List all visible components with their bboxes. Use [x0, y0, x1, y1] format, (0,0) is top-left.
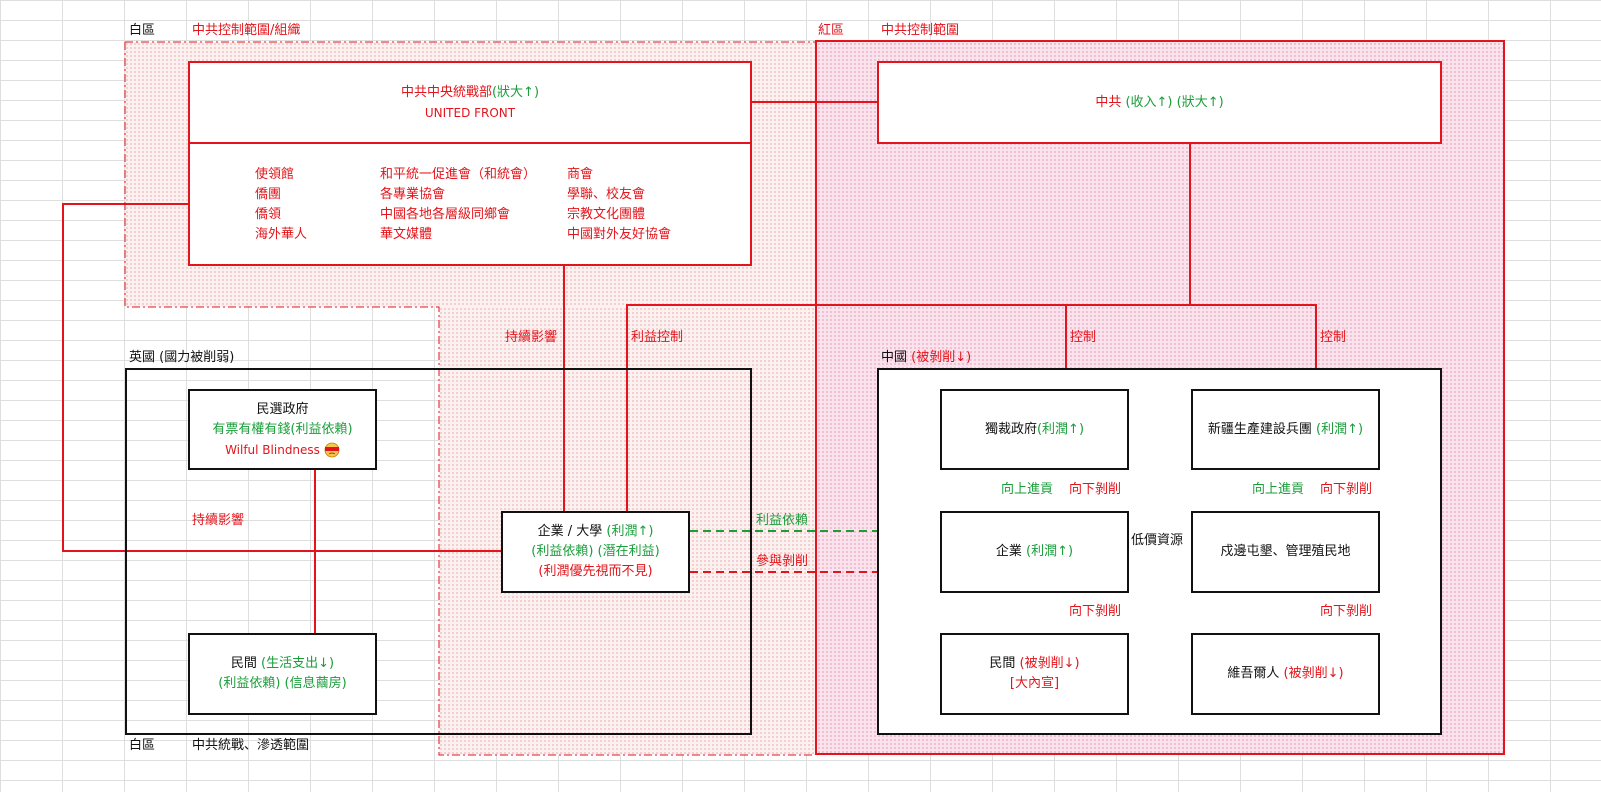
uk-label-suffix: (國力被削弱)	[159, 350, 235, 365]
red-zone-label: 紅區	[818, 23, 845, 38]
ufwd-org: 學聯、校友會	[567, 187, 646, 202]
uk-government-box: 民選政府 有票有權有錢(利益依賴) Wilful Blindness	[188, 389, 377, 470]
colony-text: 戍邊屯墾、管理殖民地	[1220, 544, 1351, 559]
uyghur-title-line: 維吾爾人 (被剝削↓)	[1227, 664, 1343, 684]
uk-label-text: 英國	[129, 350, 156, 365]
xpcc-suffix: (利潤↑)	[1316, 421, 1364, 437]
colony-box: 戍邊屯墾、管理殖民地	[1191, 511, 1380, 593]
xpcc-box: 新疆生產建設兵團 (利潤↑)	[1191, 389, 1380, 470]
ccp-suffix: (收入↑) (狀大↑)	[1125, 94, 1224, 110]
ufwd-title-line: 中共中央統戰部(狀大↑)	[401, 83, 539, 103]
china-people-box: 民間 (被剝削↓) [大內宣]	[940, 633, 1129, 715]
ufwd-org: 宗教文化團體	[567, 207, 646, 222]
ccp-title: 中共	[1095, 94, 1122, 110]
ufwd-org: 僑團	[255, 187, 282, 202]
biz-title-line: 企業 / 大學 (利潤↑)	[538, 522, 654, 542]
ufwd-org: 中國對外友好協會	[567, 227, 672, 242]
uk-gov-title: 民選政府	[256, 401, 309, 417]
ufwd-header-box: 中共中央統戰部(狀大↑) UNITED FRONT	[188, 61, 752, 144]
ufwd-org: 華文媒體	[380, 227, 433, 242]
link-control-b: 控制	[1320, 330, 1347, 345]
white-zone-bottom-desc: 中共統戰、滲透範圍	[192, 738, 310, 753]
uk-container	[125, 368, 752, 735]
ufwd-org: 商會	[567, 167, 594, 182]
link-interest-dependence: 利益依賴	[756, 513, 809, 528]
ufwd-list-col1: 使領館 僑團 僑領 海外華人	[255, 165, 307, 245]
white-zone-bottom-label: 白區	[129, 738, 156, 753]
white-zone-top-label: 白區	[129, 23, 156, 38]
ufwd-org: 各專業協會	[380, 187, 446, 202]
biz-line2: (利益依賴) (潛在利益)	[531, 544, 660, 559]
ent-title: 企業	[995, 544, 1022, 559]
link-interest-control: 利益控制	[631, 330, 684, 345]
uyghur-box: 維吾爾人 (被剝削↓)	[1191, 633, 1380, 715]
uk-label: 英國 (國力被削弱)	[129, 350, 234, 366]
link-exploit-down-b: 向下剝削	[1320, 482, 1373, 497]
people-title-line: 民間 (被剝削↓)	[989, 654, 1079, 674]
uyghur-suffix: (被剝削↓)	[1283, 666, 1344, 681]
link-exploit-down-d: 向下剝削	[1320, 604, 1373, 619]
link-exploit-down-c: 向下剝削	[1069, 604, 1122, 619]
dictatorship-government-box: 獨裁政府(利潤↑)	[940, 389, 1129, 470]
ufwd-org: 和平統一促進會（和統會）	[380, 167, 537, 182]
ccp-box: 中共 (收入↑) (狀大↑)	[877, 61, 1442, 144]
dict-title: 獨裁政府	[984, 421, 1037, 437]
xpcc-title: 新疆生產建設兵團	[1207, 421, 1312, 437]
china-label: 中國 (被剝削↓)	[881, 350, 971, 366]
china-enterprise-box: 企業 (利潤↑)	[940, 511, 1129, 593]
biz-line3: (利潤優先視而不見)	[538, 564, 653, 579]
biz-title: 企業 / 大學	[537, 524, 603, 539]
ufwd-org: 使領館	[255, 167, 295, 182]
uk-influence-label: 持續影響	[192, 513, 245, 528]
xpcc-title-line: 新疆生產建設兵團 (利潤↑)	[1208, 420, 1363, 440]
ufwd-title-suffix: (狀大↑)	[491, 84, 540, 100]
uk-public-line2: (利益依賴) (信息繭房)	[218, 676, 347, 691]
link-control-a: 控制	[1070, 330, 1097, 345]
uk-public-title-line: 民間 (生活支出↓)	[231, 654, 334, 674]
china-label-suffix: (被剝削↓)	[911, 350, 972, 365]
ccp-title-line: 中共 (收入↑) (狀大↑)	[1095, 93, 1223, 113]
people-suffix: (被剝削↓)	[1019, 656, 1080, 671]
ufwd-list-col2: 和平統一促進會（和統會） 各專業協會 中國各地各層級同鄉會 華文媒體	[380, 165, 536, 245]
red-zone-desc: 中共控制範圍	[881, 23, 960, 38]
ufwd-subtitle: UNITED FRONT	[424, 105, 516, 120]
white-zone-top-desc: 中共控制範圍/組織	[192, 23, 301, 38]
uk-gov-line2: 有票有權有錢(利益依賴)	[212, 421, 353, 437]
ufwd-list-col3: 商會 學聯、校友會 宗教文化團體 中國對外友好協會	[567, 165, 671, 245]
link-tribute-up-a: 向上進貢	[1001, 482, 1054, 497]
people-title: 民間	[989, 656, 1016, 671]
dict-suffix: (利潤↑)	[1036, 421, 1085, 437]
link-exploit-down-a: 向下剝削	[1069, 482, 1122, 497]
ent-title-line: 企業 (利潤↑)	[996, 542, 1073, 562]
uk-public-suffix: (生活支出↓)	[261, 656, 335, 671]
uk-public-box: 民間 (生活支出↓) (利益依賴) (信息繭房)	[188, 633, 377, 715]
ent-suffix: (利潤↑)	[1026, 544, 1074, 559]
uk-public-title: 民間	[230, 656, 257, 671]
china-label-text: 中國	[881, 350, 908, 365]
people-line2: [大內宣]	[1009, 676, 1060, 691]
link-participate-exploit: 參與剝削	[756, 554, 809, 569]
link-continued-influence: 持續影響	[505, 330, 558, 345]
ufwd-title: 中共中央統戰部	[400, 84, 492, 100]
ufwd-org: 海外華人	[255, 227, 308, 242]
biz-title-suffix: (利潤↑)	[606, 524, 654, 539]
uyghur-title: 維吾爾人	[1227, 666, 1280, 681]
ufwd-org: 中國各地各層級同鄉會	[380, 207, 511, 222]
link-tribute-up-b: 向上進貢	[1252, 482, 1305, 497]
business-university-box: 企業 / 大學 (利潤↑) (利益依賴) (潛在利益) (利潤優先視而不見)	[501, 511, 690, 593]
blindfold-face-icon	[324, 442, 340, 458]
dict-title-line: 獨裁政府(利潤↑)	[985, 420, 1084, 440]
uk-gov-line3: Wilful Blindness	[225, 440, 340, 460]
ufwd-list-box: 使領館 僑團 僑領 海外華人 和平統一促進會（和統會） 各專業協會 中國各地各層…	[188, 142, 752, 266]
wilful-blindness-text: Wilful Blindness	[225, 442, 320, 457]
link-cheap-resources: 低價資源	[1131, 533, 1184, 549]
ufwd-org: 僑領	[255, 207, 282, 222]
